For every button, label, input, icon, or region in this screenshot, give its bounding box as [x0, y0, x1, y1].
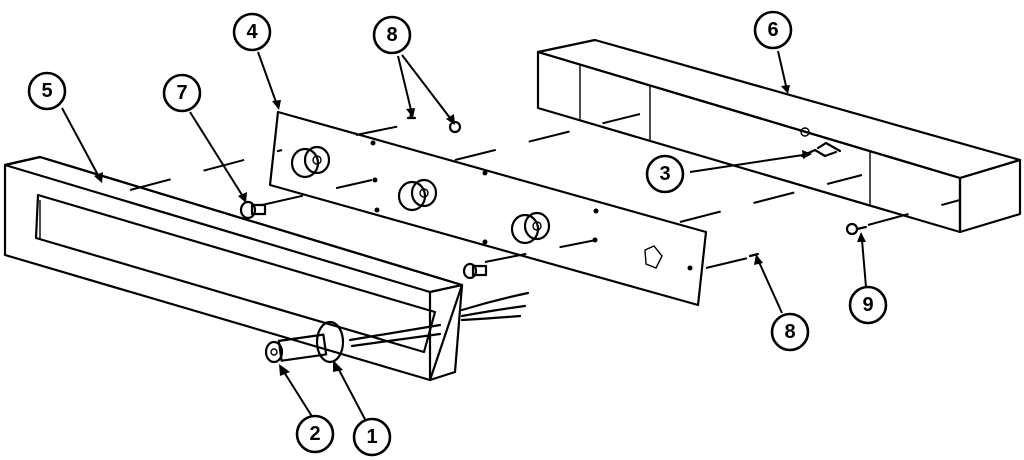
rear-housing-box [536, 38, 1022, 234]
callout-1: 1 [352, 417, 392, 457]
callout-leaders [61, 50, 867, 426]
callout-5-label: 5 [41, 80, 52, 102]
callout-2-label: 2 [309, 423, 320, 445]
callout-8-right: 8 [770, 312, 810, 352]
screw-left-lower [462, 262, 488, 280]
plate-roller-2 [397, 178, 438, 212]
plate-roller-3 [510, 211, 551, 245]
callout-8-top-label: 8 [386, 24, 397, 46]
lamp-socket-assembly [264, 320, 442, 364]
screw-9 [845, 222, 868, 236]
callout-3: 3 [645, 154, 685, 194]
callout-9: 9 [848, 285, 888, 325]
wire-leads [460, 291, 530, 322]
callout-4-label: 4 [246, 21, 258, 43]
plate-roller-1 [290, 145, 331, 179]
callout-4: 4 [232, 12, 272, 52]
callout-5: 5 [27, 71, 67, 111]
screw-8-right [748, 252, 760, 258]
callout-6: 6 [753, 10, 793, 50]
callout-2: 2 [295, 414, 335, 454]
callout-1-label: 1 [366, 426, 377, 448]
callout-9-label: 9 [862, 294, 873, 316]
callout-8-right-label: 8 [784, 321, 795, 343]
callout-7-label: 7 [176, 82, 187, 104]
screw-7 [239, 200, 267, 220]
callout-6-label: 6 [767, 19, 778, 41]
callout-3-label: 3 [659, 163, 670, 185]
alignment-lines [129, 113, 961, 269]
callout-8-top: 8 [372, 15, 412, 55]
mounting-plate [268, 110, 708, 307]
front-bezel-frame [3, 155, 464, 382]
callout-7: 7 [162, 73, 202, 113]
